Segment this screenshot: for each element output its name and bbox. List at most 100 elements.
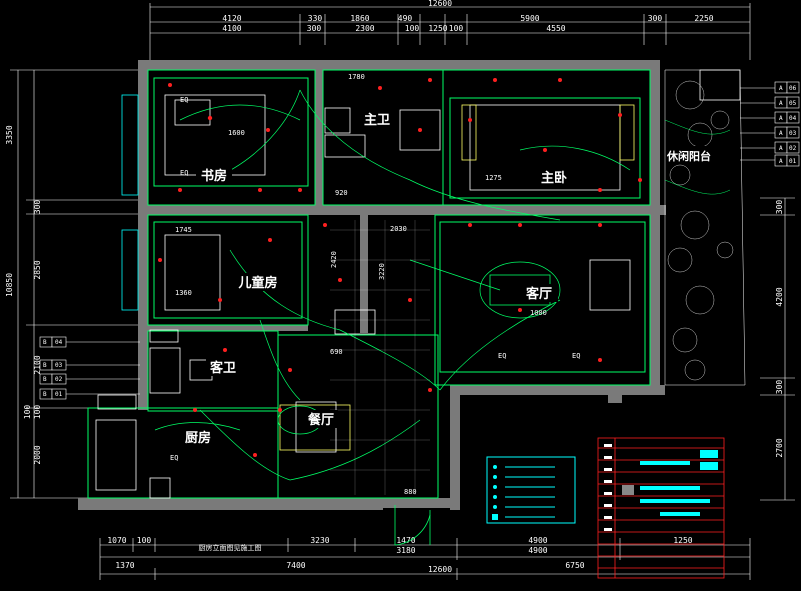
right-dimension-lines	[760, 197, 795, 501]
left-index-leaders	[66, 341, 140, 395]
left-dim-4: 10850	[5, 273, 14, 297]
left-dimension-lines	[10, 69, 140, 499]
top-dim-2: 330	[308, 14, 323, 23]
top-dim-6: 300	[648, 14, 663, 23]
left-marker-4: 01	[55, 391, 63, 398]
top-dim-10: 2300	[355, 24, 374, 33]
bottom-overall-dim: 12600	[428, 565, 452, 574]
dim-label-1780: 1780	[348, 73, 365, 81]
bottom-dim-1: 1070	[107, 536, 126, 545]
right-dim-2: 4200	[775, 287, 784, 306]
left-dim-7: 100	[23, 405, 32, 420]
room-label-childrens-room: 儿童房	[237, 275, 277, 291]
electrical-symbols	[158, 78, 642, 457]
left-dim-3: 2850	[33, 260, 42, 279]
bottom-dim-4: 1470	[396, 536, 415, 545]
left-dim-8: 2000	[33, 445, 42, 464]
right-marker-6: 01	[789, 158, 797, 165]
right-marker-letter-4: A	[779, 130, 783, 137]
eq-label-3: EQ	[170, 454, 178, 462]
bottom-dim-9: 1370	[115, 561, 134, 570]
right-index-leaders	[740, 87, 775, 161]
room-label-balcony: 休闲阳台	[666, 149, 711, 163]
entry-door	[394, 505, 431, 546]
bottom-dim-11: 6750	[565, 561, 584, 570]
room-label-living-room: 客厅	[526, 286, 552, 302]
right-dim-4: 2700	[775, 438, 784, 457]
left-marker-letter-3: B	[43, 376, 47, 383]
schedule-table	[597, 437, 725, 579]
left-marker-letter-1: B	[43, 339, 47, 346]
room-label-kitchen: 厨房	[185, 430, 211, 446]
room-label-guest-bath: 客卫	[210, 360, 236, 376]
bottom-dim-2: 100	[137, 536, 152, 545]
bottom-dimension-lines	[99, 538, 751, 580]
left-marker-letter-2: B	[43, 362, 47, 369]
top-dim-11: 100	[405, 24, 420, 33]
left-dim-1: 3350	[5, 125, 14, 144]
dim-label-920: 920	[335, 189, 348, 197]
right-marker-1: 06	[789, 85, 797, 92]
balcony-plants	[664, 69, 746, 386]
bottom-dim-8: 1250	[673, 536, 692, 545]
right-dim-1: 300	[775, 200, 784, 215]
top-dim-4: 490	[398, 14, 413, 23]
left-index-markers	[39, 336, 67, 400]
dim-label-1000: 1000	[530, 309, 547, 317]
eq-label-1: EQ	[180, 96, 188, 104]
top-dim-13: 100	[449, 24, 464, 33]
top-overall-dim: 12600	[428, 0, 452, 8]
right-marker-5: 02	[789, 145, 797, 152]
left-marker-2: 03	[55, 362, 63, 369]
right-marker-4: 03	[789, 130, 797, 137]
left-dim-6: 100	[33, 405, 42, 420]
dim-label-2420: 2420	[330, 251, 338, 268]
wiring-curves	[154, 89, 631, 481]
dim-label-880: 880	[404, 488, 417, 496]
room-label-dining-room: 餐厅	[307, 412, 334, 428]
legend-box	[486, 456, 576, 524]
right-marker-3: 04	[789, 115, 797, 122]
top-dim-3: 1860	[350, 14, 369, 23]
left-dim-2: 300	[33, 200, 42, 215]
left-dim-5: 2100	[33, 355, 42, 374]
dim-label-2030: 2030	[390, 225, 407, 233]
dim-label-1745: 1745	[175, 226, 192, 234]
top-dimension-lines	[149, 3, 751, 60]
top-dim-8: 4100	[222, 24, 241, 33]
right-marker-letter-2: A	[779, 100, 783, 107]
right-marker-letter-6: A	[779, 158, 783, 165]
left-marker-1: 04	[55, 339, 63, 346]
dim-label-1600: 1600	[228, 129, 245, 137]
dim-label-1360: 1360	[175, 289, 192, 297]
top-dim-9: 300	[307, 24, 322, 33]
bottom-dim-3: 3230	[310, 536, 329, 545]
right-marker-letter-1: A	[779, 85, 783, 92]
right-index-markers	[774, 81, 800, 167]
dim-label-1275: 1275	[485, 174, 502, 182]
left-marker-3: 02	[55, 376, 63, 383]
bottom-dim-6: 3180	[396, 546, 415, 555]
exterior-walls	[78, 60, 666, 510]
left-marker-letter-4: B	[43, 391, 47, 398]
bottom-dim-5: 4900	[528, 536, 547, 545]
right-marker-2: 05	[789, 100, 797, 107]
eq-label-4: EQ	[498, 352, 506, 360]
room-label-study: 书房	[201, 168, 227, 184]
schedule-table-fills	[604, 444, 718, 531]
right-dim-3: 300	[775, 380, 784, 395]
bottom-dim-10: 7400	[286, 561, 305, 570]
floor-grid	[330, 220, 430, 495]
room-label-plates	[180, 110, 710, 446]
eq-label-5: EQ	[572, 352, 580, 360]
top-dim-7: 2250	[694, 14, 713, 23]
dim-label-690: 690	[330, 348, 343, 356]
room-label-master-bath: 主卫	[364, 112, 390, 128]
wall-outlines	[87, 69, 651, 499]
right-marker-letter-5: A	[779, 145, 783, 152]
room-label-master-bedroom: 主卧	[541, 170, 567, 186]
top-dim-14: 4550	[546, 24, 565, 33]
right-marker-letter-3: A	[779, 115, 783, 122]
dim-label-3220: 3220	[378, 263, 386, 280]
